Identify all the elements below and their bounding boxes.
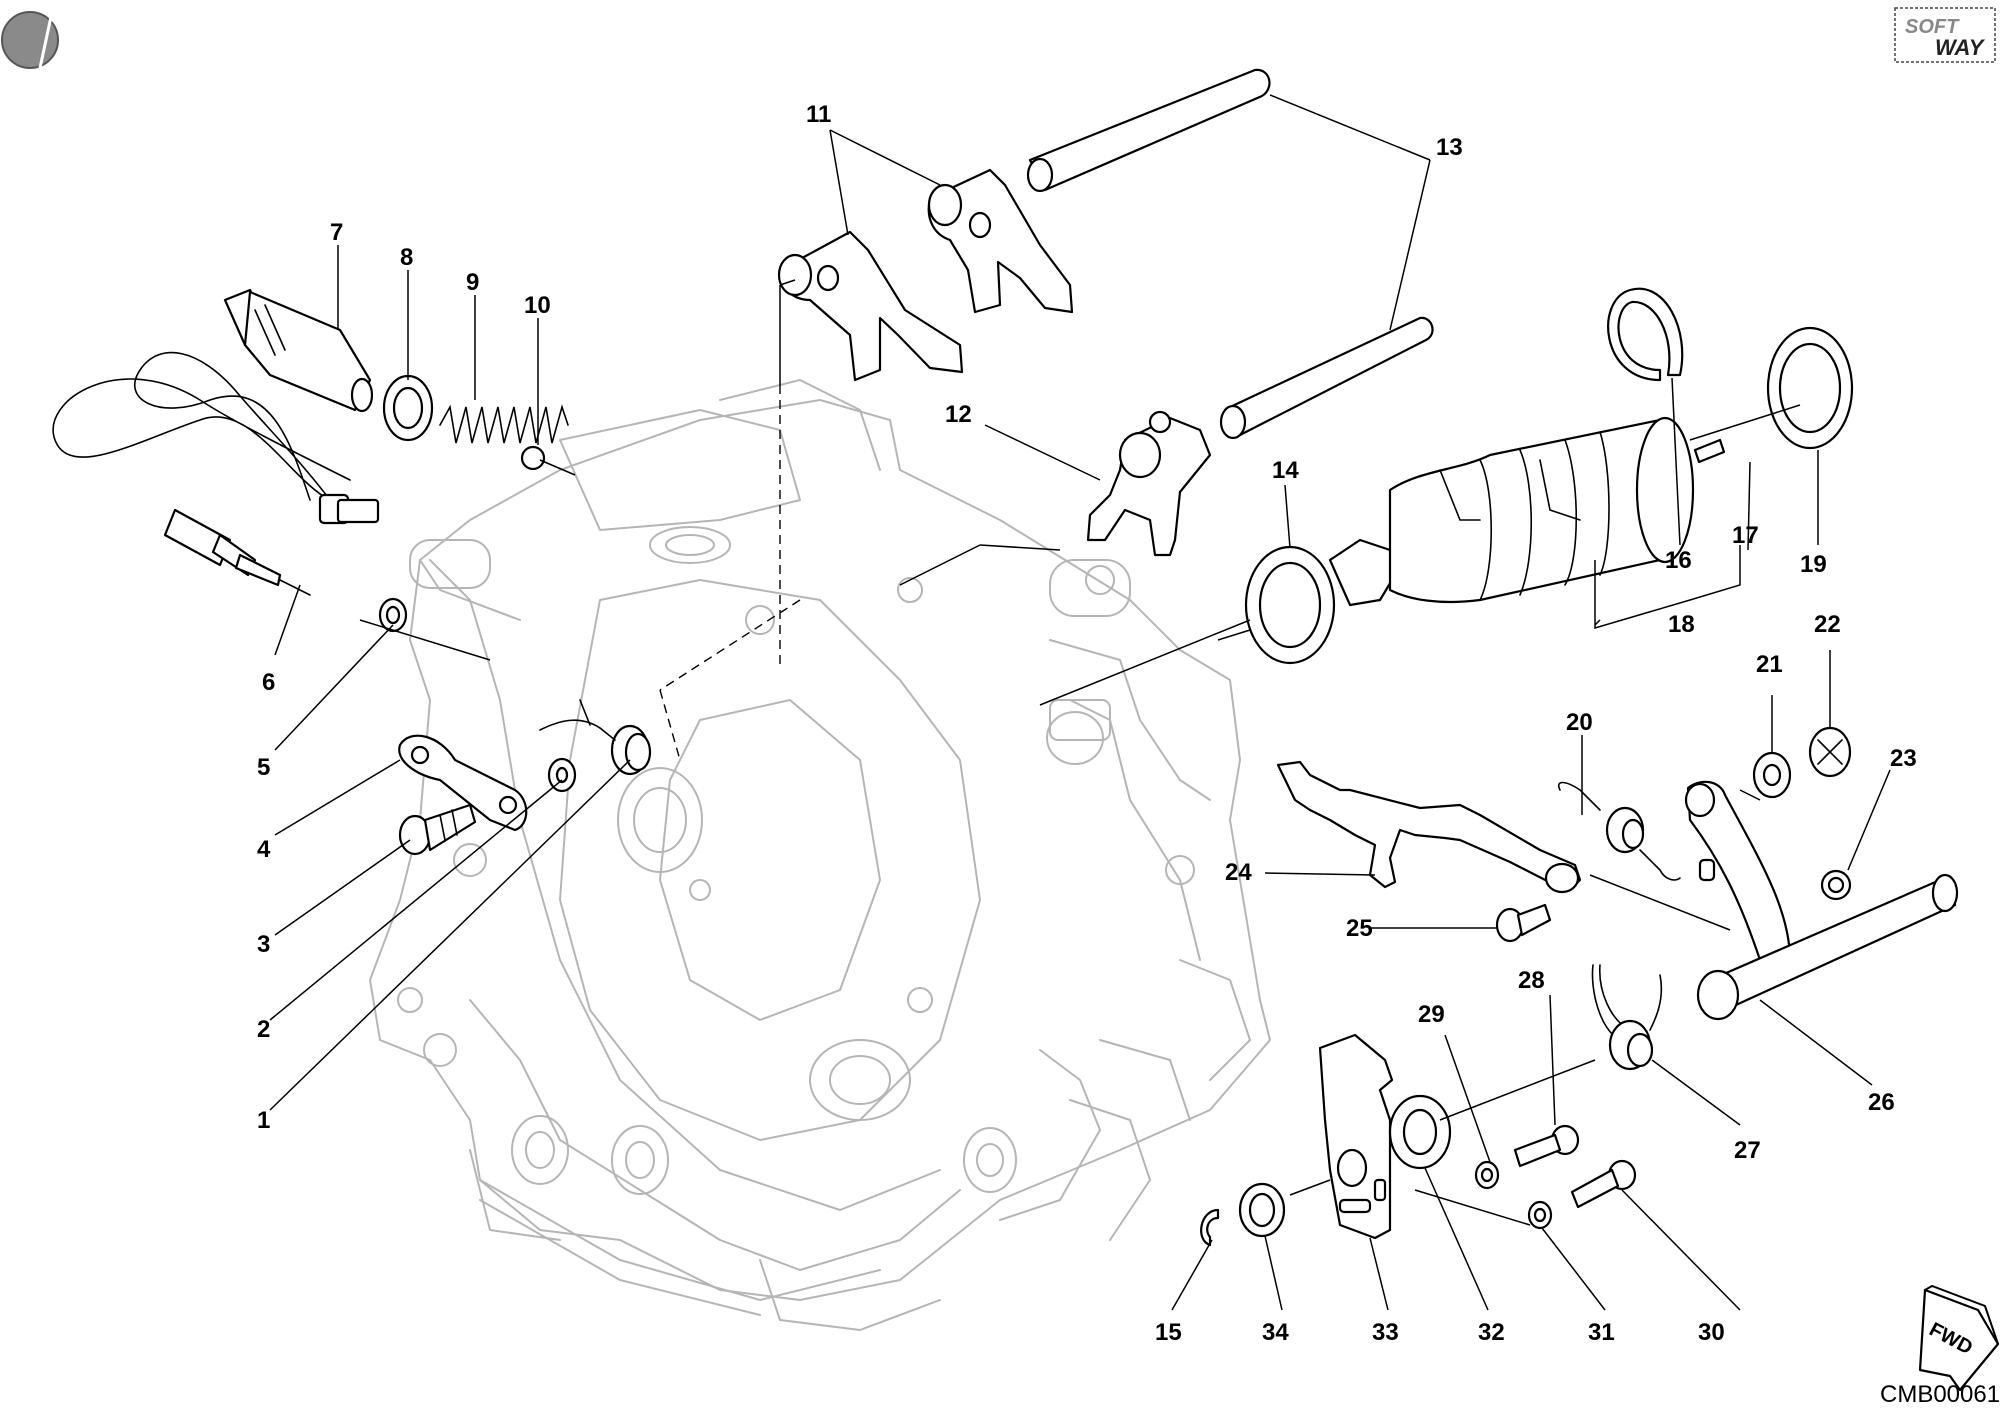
callout-11: 11	[806, 101, 831, 128]
part-1-return-spring	[539, 699, 652, 776]
part-5-washer	[378, 597, 408, 633]
callout-26: 26	[1868, 1089, 1895, 1116]
callout-12: 12	[945, 401, 972, 428]
callout-8: 8	[400, 244, 413, 271]
part-7-plunger-housing	[223, 288, 374, 413]
part-28-bolt	[1513, 1124, 1580, 1168]
callout-21: 21	[1756, 651, 1783, 678]
callout-27: 27	[1734, 1137, 1761, 1164]
part-4-bracket	[398, 734, 528, 832]
callout-15: 15	[1155, 1319, 1182, 1346]
part-19-ring	[1766, 326, 1854, 450]
callout-33: 33	[1372, 1319, 1399, 1346]
part-15-circlip	[1200, 1208, 1220, 1247]
callout-30: 30	[1698, 1319, 1725, 1346]
callout-9: 9	[466, 269, 479, 296]
corner-marker-icon	[1, 11, 59, 69]
part-29-washer	[1474, 1160, 1500, 1190]
callout-2: 2	[257, 1016, 270, 1043]
callout-25: 25	[1346, 915, 1373, 942]
callout-28: 28	[1518, 967, 1545, 994]
part-3-bolt	[398, 803, 477, 856]
softway-logo: SOFT WAY	[1894, 7, 1996, 63]
part-33-bracket-plate	[1318, 1033, 1394, 1240]
crankcase-drawing	[369, 379, 1271, 1331]
part-2-washer	[547, 757, 577, 793]
callout-31: 31	[1588, 1319, 1615, 1346]
logo-text-top: SOFT	[1905, 16, 1960, 38]
part-9-spring	[439, 404, 569, 444]
callout-32: 32	[1478, 1319, 1505, 1346]
callout-34: 34	[1262, 1319, 1289, 1346]
callout-23: 23	[1890, 745, 1917, 772]
callout-6: 6	[262, 669, 275, 696]
part-10-ball	[520, 445, 546, 471]
callout-labels: 1 2 3 4 5 6 7 8 9 10 11 12 13 14 15 16 1…	[257, 101, 1917, 1346]
part-11-shift-forks	[777, 168, 1074, 382]
part-17-pin	[1693, 438, 1726, 464]
callout-19: 19	[1800, 551, 1827, 578]
part-32-washer	[1388, 1094, 1452, 1170]
callout-16: 16	[1665, 547, 1692, 574]
part-22-clip	[1808, 726, 1852, 778]
part-34-washer	[1238, 1182, 1286, 1238]
callout-3: 3	[257, 931, 270, 958]
part-31-washer	[1527, 1200, 1553, 1230]
callout-29: 29	[1418, 1001, 1445, 1028]
part-14-washer	[1244, 545, 1336, 665]
leader-lines	[269, 94, 1891, 1311]
callout-22: 22	[1814, 611, 1841, 638]
part-25-bolt	[1495, 903, 1552, 943]
callout-10: 10	[524, 292, 551, 319]
part-27-spring	[1591, 964, 1663, 1071]
callout-20: 20	[1566, 709, 1593, 736]
callout-7: 7	[330, 219, 343, 246]
forward-direction-arrow-icon: FWD	[1918, 1284, 2000, 1392]
assembly-lines	[359, 279, 1801, 1226]
callout-14: 14	[1272, 457, 1299, 484]
part-12-shift-fork	[1086, 410, 1212, 557]
part-21-washer	[1752, 751, 1792, 799]
part-6-neutral-sensor	[52, 351, 380, 596]
logo-text-bottom: WAY	[1935, 35, 1986, 60]
part-20-spring	[1558, 781, 1681, 881]
part-24-selector-lever	[1276, 760, 1582, 894]
part-26-gearshift-shaft	[1684, 780, 1959, 1021]
part-16-circlip	[1607, 287, 1684, 382]
part-23-bushing	[1820, 869, 1852, 901]
callout-4: 4	[257, 836, 271, 863]
part-30-bolt	[1570, 1159, 1637, 1209]
callout-5: 5	[257, 754, 270, 781]
callout-17: 17	[1732, 522, 1759, 549]
part-18-shift-drum	[1328, 416, 1695, 607]
callout-13: 13	[1436, 134, 1463, 161]
callout-24: 24	[1225, 859, 1252, 886]
callout-1: 1	[257, 1107, 270, 1134]
callout-18: 18	[1668, 611, 1695, 638]
part-8-washer	[382, 374, 434, 442]
part-13-fork-shafts	[1026, 68, 1434, 440]
reference-code: CMB00061	[1880, 1381, 2000, 1408]
